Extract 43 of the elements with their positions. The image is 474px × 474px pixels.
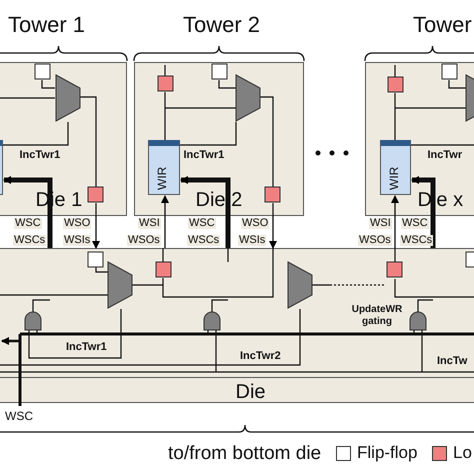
legend-label: Flip-flop bbox=[357, 444, 418, 461]
arrow bbox=[180, 176, 230, 248]
signal-label: IncTwr1 bbox=[66, 342, 107, 353]
signal-label: WSCs bbox=[187, 235, 220, 246]
die-box bbox=[0, 62, 127, 216]
signal-label: IncTwr bbox=[428, 150, 462, 160]
signal-label: WSO bbox=[241, 218, 270, 229]
arrow bbox=[269, 216, 277, 249]
signal-label: WSC bbox=[188, 218, 216, 229]
die-box bbox=[0, 248, 474, 403]
arrow bbox=[161, 195, 169, 248]
tower-label: Tower 2 bbox=[183, 14, 260, 36]
legend-label: Lo bbox=[453, 444, 472, 461]
die-label: Die 2 bbox=[196, 190, 242, 210]
register-box bbox=[148, 140, 180, 194]
signal-label: IncTw bbox=[437, 356, 468, 367]
signal-label: WSIs bbox=[63, 235, 92, 246]
register-label: WIR bbox=[388, 166, 400, 190]
signal-label: WSC bbox=[5, 410, 33, 422]
signal-label: WSOs bbox=[127, 235, 161, 246]
caption-text: to/from bottom die bbox=[168, 444, 322, 463]
signal-label: WSI bbox=[138, 218, 161, 229]
die-box bbox=[365, 62, 474, 216]
signal-label: IncTwr2 bbox=[240, 351, 281, 362]
annotation-text: UpdateWR gating bbox=[350, 304, 404, 328]
signal-label: WSOs bbox=[358, 235, 392, 246]
signal-label: IncTwr1 bbox=[184, 150, 224, 160]
signal-label: IncTwr1 bbox=[20, 150, 60, 160]
signal-label: WSC bbox=[401, 218, 429, 229]
tower-label: Tower 1 bbox=[8, 14, 86, 36]
register-label: WIR bbox=[156, 166, 168, 190]
register-box bbox=[380, 140, 410, 194]
signal-label: WSO bbox=[63, 218, 92, 229]
signal-label: WSCs bbox=[400, 235, 434, 246]
tower-label: Tower bbox=[413, 14, 472, 36]
signal-label: WSIs bbox=[238, 235, 266, 246]
arrow bbox=[391, 195, 399, 248]
signal-label: WSI bbox=[369, 218, 392, 229]
die-label: Die bbox=[236, 382, 266, 402]
arrow bbox=[92, 216, 100, 249]
signal-label: WSCs bbox=[13, 235, 46, 246]
die-box bbox=[134, 62, 304, 216]
signal-label: WSC bbox=[14, 218, 42, 229]
